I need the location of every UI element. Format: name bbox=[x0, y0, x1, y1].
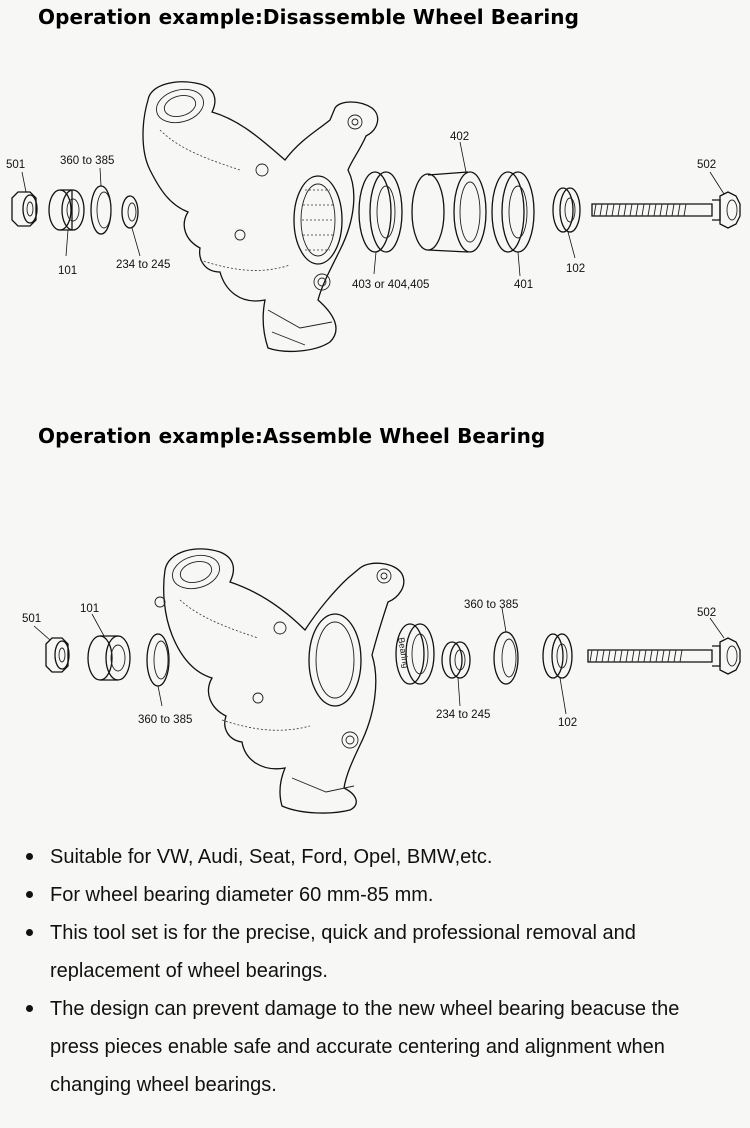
label-502: 502 bbox=[697, 159, 716, 171]
wheel-knuckle-drawing bbox=[154, 548, 405, 814]
label-101: 101 bbox=[80, 603, 99, 615]
part-234-245-disc bbox=[121, 195, 139, 229]
label-234-245: 234 to 245 bbox=[116, 259, 170, 271]
part-360-385-ring bbox=[90, 185, 112, 235]
part-401-cup bbox=[491, 171, 535, 253]
label-102: 102 bbox=[558, 717, 577, 729]
assemble-diagram: Bearing bbox=[0, 530, 750, 820]
label-501: 501 bbox=[6, 159, 25, 171]
label-501: 501 bbox=[22, 613, 41, 625]
part-234-245-disc bbox=[441, 641, 471, 679]
part-502-spindle bbox=[587, 637, 741, 675]
part-101-sleeve bbox=[87, 635, 131, 681]
label-403-404-405: 403 or 404,405 bbox=[352, 279, 429, 291]
feature-item: Suitable for VW, Audi, Seat, Ford, Opel,… bbox=[22, 838, 722, 876]
part-360-385-ring-right bbox=[493, 631, 519, 685]
label-101: 101 bbox=[58, 265, 77, 277]
part-403-press-piece bbox=[358, 171, 403, 253]
label-360-385-left: 360 to 385 bbox=[138, 714, 192, 726]
feature-text: This tool set is for the precise, quick … bbox=[50, 922, 636, 982]
label-360-385-right: 360 to 385 bbox=[464, 599, 518, 611]
feature-item: This tool set is for the precise, quick … bbox=[22, 914, 722, 990]
disassemble-diagram: 501 360 to 385 101 234 to 245 402 403 or… bbox=[0, 60, 750, 380]
feature-item: The design can prevent damage to the new… bbox=[22, 990, 722, 1104]
part-502-spindle bbox=[591, 191, 741, 229]
label-102: 102 bbox=[566, 263, 585, 275]
label-401: 401 bbox=[514, 279, 533, 291]
disassemble-title: Operation example:Disassemble Wheel Bear… bbox=[38, 5, 580, 29]
assemble-title: Operation example:Assemble Wheel Bearing bbox=[38, 424, 546, 448]
part-102-washer bbox=[542, 633, 573, 679]
part-new-bearing: Bearing bbox=[395, 623, 435, 685]
part-102-washer bbox=[552, 187, 581, 233]
bullet-dot bbox=[26, 853, 33, 860]
part-501-nut bbox=[11, 191, 38, 227]
label-234-245: 234 to 245 bbox=[436, 709, 490, 721]
part-501-nut bbox=[45, 637, 70, 673]
bullet-dot bbox=[26, 929, 33, 936]
label-502: 502 bbox=[697, 607, 716, 619]
feature-item: For wheel bearing diameter 60 mm-85 mm. bbox=[22, 876, 722, 914]
bullet-dot bbox=[26, 891, 33, 898]
label-402: 402 bbox=[450, 131, 469, 143]
bullet-dot bbox=[26, 1005, 33, 1012]
part-101-sleeve bbox=[48, 189, 85, 231]
feature-text: The design can prevent damage to the new… bbox=[50, 998, 680, 1096]
feature-list: Suitable for VW, Audi, Seat, Ford, Opel,… bbox=[22, 838, 722, 1104]
label-bearing: Bearing bbox=[396, 637, 411, 669]
label-360-385: 360 to 385 bbox=[60, 155, 114, 167]
wheel-knuckle-drawing bbox=[142, 81, 379, 352]
disassemble-exploded-view: 501 360 to 385 101 234 to 245 402 403 or… bbox=[6, 81, 741, 352]
feature-text: Suitable for VW, Audi, Seat, Ford, Opel,… bbox=[50, 846, 493, 868]
assemble-exploded-view: Bearing bbox=[22, 548, 741, 814]
part-360-385-ring-left bbox=[146, 633, 170, 687]
part-402-cup bbox=[411, 171, 487, 253]
feature-text: For wheel bearing diameter 60 mm-85 mm. bbox=[50, 884, 434, 906]
